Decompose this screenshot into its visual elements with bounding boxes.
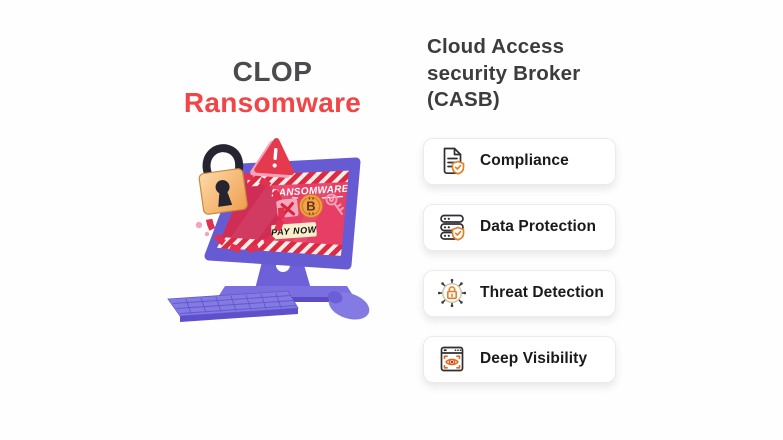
card-threat-detection[interactable]: Threat Detection	[423, 269, 616, 317]
card-data-protection[interactable]: Data Protection	[423, 203, 616, 251]
document-shield-icon	[436, 145, 468, 177]
bitcoin-icon: B	[291, 189, 323, 218]
mouse	[327, 291, 370, 320]
keyboard	[167, 290, 299, 322]
pay-now-button: PAY NOW	[271, 222, 318, 240]
pay-now-label: PAY NOW	[271, 224, 318, 237]
hazard-stripe-bottom	[217, 237, 342, 256]
window-eye-icon	[436, 343, 468, 375]
warning-triangle-icon	[250, 138, 295, 178]
card-label: Threat Detection	[480, 284, 604, 302]
feature-cards: Compliance	[423, 137, 637, 383]
card-compliance[interactable]: Compliance	[423, 137, 616, 185]
server-shield-icon	[436, 211, 468, 243]
page-title: CLOP Ransomware	[150, 56, 395, 119]
title-ransomware: Ransomware	[183, 87, 362, 119]
network-lock-icon	[436, 277, 468, 309]
svg-text:B: B	[306, 199, 315, 214]
casb-heading: Cloud Access security Broker (CASB)	[427, 35, 581, 112]
card-label: Compliance	[480, 152, 569, 170]
padlock-icon	[198, 144, 248, 215]
key-icon	[325, 193, 344, 215]
title-clop: CLOP	[232, 56, 313, 87]
ransomware-computer-illustration: RANSOMWARE B	[167, 138, 370, 322]
casb-section: Cloud Access security Broker (CASB) Comp…	[423, 34, 637, 402]
card-label: Data Protection	[480, 218, 597, 236]
card-label: Deep Visibility	[480, 350, 588, 368]
card-deep-visibility[interactable]: Deep Visibility	[423, 335, 616, 383]
